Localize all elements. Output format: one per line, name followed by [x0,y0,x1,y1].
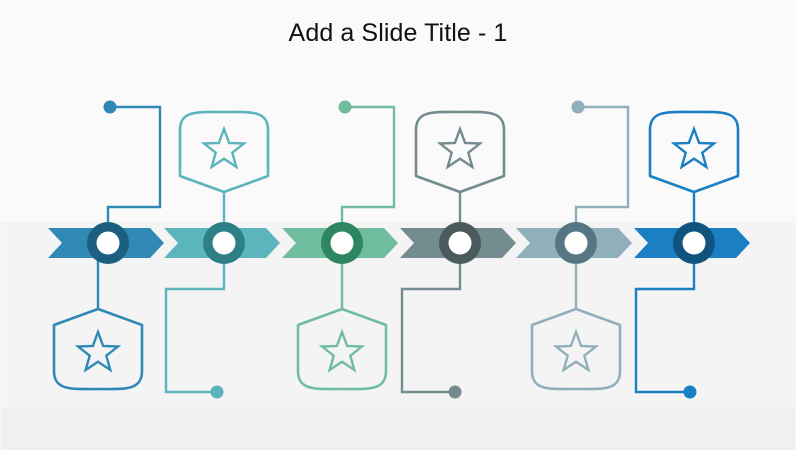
timeline-step-2 [164,110,280,399]
badge-shield-outline [530,307,622,391]
connector-step-6 [634,257,697,399]
timeline-step-1 [48,100,164,391]
connector-line [164,257,226,394]
connector-endpoint-dot [338,100,352,114]
star-icon [436,125,484,170]
background-edge-left [0,0,1,450]
connector-line [106,105,162,229]
marker-ring-inner [682,231,706,255]
badge-step-5[interactable] [530,307,622,391]
badge-step-3[interactable] [296,307,388,391]
connector-step-3 [338,100,396,229]
badge-step-6[interactable] [648,110,740,194]
connector-endpoint-dot [683,385,697,399]
star-icon [200,125,248,170]
badge-shield-outline [296,307,388,391]
connector-step-1 [103,100,162,229]
marker-step-6[interactable] [673,222,715,264]
connector-line [634,257,696,394]
connector-line [340,105,396,229]
badge-step-2[interactable] [178,110,270,194]
marker-ring-inner [212,231,236,255]
timeline-step-5 [516,100,632,391]
marker-step-1[interactable] [87,222,129,264]
marker-step-2[interactable] [203,222,245,264]
marker-ring-inner [448,231,472,255]
star-icon [74,328,122,373]
connector-endpoint-dot [448,385,462,399]
marker-step-5[interactable] [555,222,597,264]
background-band-top [0,0,796,222]
badge-step-4[interactable] [414,110,506,194]
star-icon [318,328,366,373]
star-icon [552,328,600,373]
page-title[interactable]: Add a Slide Title - 1 [288,19,508,47]
connector-line [400,257,462,394]
connector-endpoint-dot [210,385,224,399]
badge-shield-outline [178,110,270,194]
star-icon [670,125,718,170]
connector-step-4 [400,257,462,399]
connector-endpoint-dot [571,100,585,114]
marker-step-4[interactable] [439,222,481,264]
marker-step-3[interactable] [321,222,363,264]
timeline-step-6 [634,110,750,399]
connector-endpoint-dot [103,100,117,114]
marker-ring-inner [330,231,354,255]
background-band-bottom [0,408,796,450]
timeline-step-3 [282,100,398,391]
marker-ring-inner [96,231,120,255]
connector-step-5 [571,100,630,229]
timeline-step-4 [400,110,516,399]
connector-line [574,105,630,229]
connector-step-2 [164,257,226,399]
badge-shield-outline [648,110,740,194]
badge-shield-outline [52,307,144,391]
marker-ring-inner [564,231,588,255]
badge-step-1[interactable] [52,307,144,391]
badge-shield-outline [414,110,506,194]
